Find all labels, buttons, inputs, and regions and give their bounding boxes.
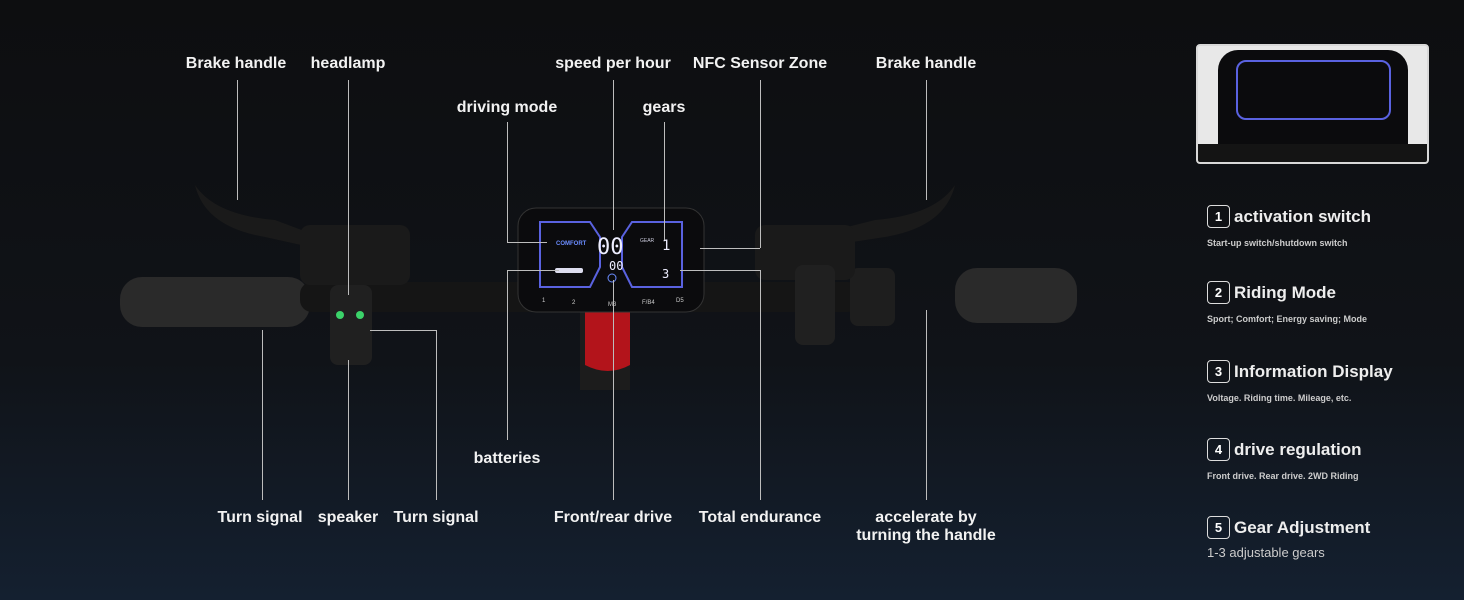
left-switch-pod bbox=[330, 285, 372, 365]
label-speaker: speaker bbox=[317, 509, 379, 526]
display-speed: 00 bbox=[597, 235, 624, 260]
btn-1[interactable]: 1 bbox=[542, 298, 546, 304]
left-brake-lever bbox=[195, 185, 315, 247]
label-headlamp: headlamp bbox=[310, 55, 386, 72]
right-grip bbox=[955, 268, 1077, 323]
btn-fb4[interactable]: F/B4 bbox=[642, 300, 655, 306]
btn-m3[interactable]: M3 bbox=[608, 302, 617, 308]
display-range: 3 bbox=[662, 267, 669, 281]
display-time: 00 bbox=[609, 259, 623, 273]
turn-signal-led bbox=[336, 311, 344, 319]
label-brake-handle-right: Brake handle bbox=[875, 55, 977, 72]
throttle bbox=[850, 268, 895, 326]
display-gear-label: GEAR bbox=[640, 238, 655, 244]
label-batteries: batteries bbox=[473, 450, 541, 467]
nfc-icon bbox=[607, 273, 617, 283]
battery-bar bbox=[555, 268, 583, 273]
display-gear: 1 bbox=[662, 238, 670, 254]
label-driving-mode: driving mode bbox=[456, 99, 558, 116]
handlebar-illustration: COMFORT 00 00 GEAR 1 3 1 2 M3 F/B4 D5 bbox=[120, 185, 1077, 390]
label-total-endurance: Total endurance bbox=[698, 509, 822, 526]
right-switch-pod bbox=[795, 265, 835, 345]
stem-clamp bbox=[585, 310, 630, 371]
display-closeup-thumbnail bbox=[1196, 44, 1429, 164]
label-front-rear-drive: Front/rear drive bbox=[553, 509, 673, 526]
label-turn-signal-left: Turn signal bbox=[217, 509, 303, 526]
label-speed: speed per hour bbox=[555, 55, 671, 72]
btn-2[interactable]: 2 bbox=[572, 300, 576, 306]
btn-d5[interactable]: D5 bbox=[676, 298, 684, 304]
label-nfc: NFC Sensor Zone bbox=[692, 55, 828, 72]
left-grip bbox=[120, 277, 310, 327]
label-gears: gears bbox=[642, 99, 686, 116]
label-turn-signal-right: Turn signal bbox=[393, 509, 479, 526]
display-mode: COMFORT bbox=[556, 241, 587, 247]
label-brake-handle-left: Brake handle bbox=[185, 55, 287, 72]
